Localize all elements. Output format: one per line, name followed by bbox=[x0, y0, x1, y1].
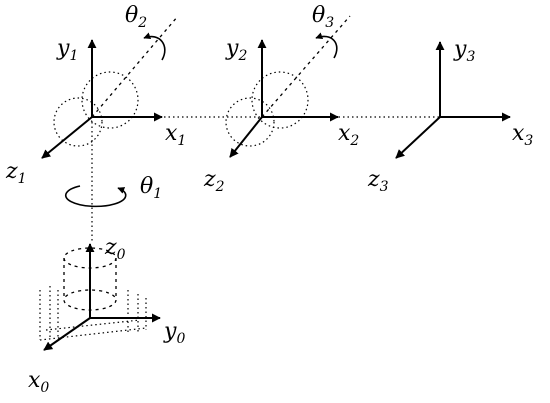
joint-1-rotation: θ1 bbox=[64, 174, 162, 208]
joint-3-cylinder bbox=[251, 71, 309, 129]
ground-hatching bbox=[39, 286, 147, 341]
z3-label: z3 bbox=[367, 167, 389, 195]
joint-2-axis bbox=[91, 15, 179, 118]
z3-axis bbox=[395, 116, 441, 159]
frame-0-base: z0 y0 x0 bbox=[28, 235, 185, 396]
theta1-rotation-arrow-icon bbox=[64, 185, 127, 208]
y1-label: y1 bbox=[56, 36, 78, 64]
z2-axis bbox=[229, 116, 263, 158]
joint-3-cylinder bbox=[225, 97, 275, 147]
theta2-label: θ2 bbox=[125, 3, 147, 31]
theta3-label: θ3 bbox=[312, 3, 334, 31]
x2-label: x2 bbox=[338, 121, 359, 149]
y2-label: y2 bbox=[225, 36, 247, 64]
frame-2: y2 x2 z2 θ3 bbox=[203, 3, 359, 195]
y3-label: y3 bbox=[453, 37, 475, 65]
frame-3: y3 x3 z3 bbox=[367, 37, 533, 195]
x0-label: x0 bbox=[28, 368, 49, 396]
z1-axis bbox=[41, 116, 93, 159]
z2-label: z2 bbox=[203, 167, 225, 195]
joint-2-cylinder bbox=[81, 71, 139, 129]
theta2-rotation-arrow-icon bbox=[143, 32, 166, 61]
z0-label: z0 bbox=[104, 235, 126, 263]
frame-1: y1 x1 z1 θ2 bbox=[5, 3, 186, 187]
theta1-label: θ1 bbox=[140, 174, 162, 202]
theta3-rotation-arrow-icon bbox=[315, 32, 338, 59]
z1-label: z1 bbox=[5, 159, 27, 187]
y0-label: y0 bbox=[163, 319, 185, 347]
x1-label: x1 bbox=[165, 121, 186, 149]
joint-3-axis bbox=[261, 15, 351, 118]
x0-axis bbox=[43, 317, 91, 351]
x3-label: x3 bbox=[512, 121, 533, 149]
joint-2-cylinder bbox=[53, 97, 103, 147]
